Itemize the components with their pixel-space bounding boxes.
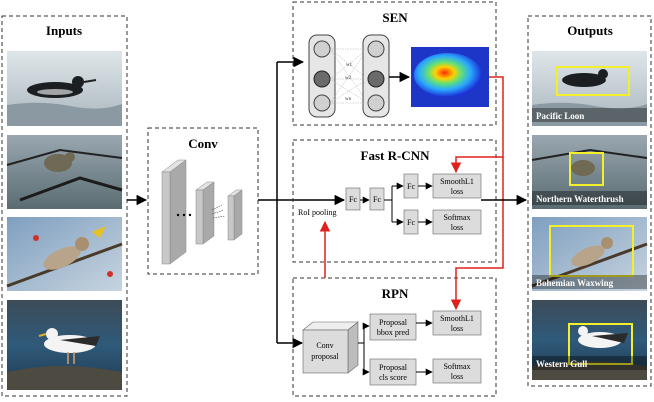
conv-proposal-line1: Conv	[316, 341, 333, 350]
conv-proposal-line2: proposal	[311, 352, 339, 361]
conv-layer-3	[227, 189, 243, 241]
rpn-panel: RPN Conv proposal Proposal bbox pred Pro…	[292, 277, 497, 397]
fast-rcnn-panel: Fast R-CNN RoI pooling Fc Fc Fc Fc	[292, 139, 497, 263]
weight-w2: w2	[345, 76, 352, 81]
input-image-loon	[7, 51, 122, 126]
output-image-loon: Pacific Loon	[532, 51, 647, 126]
fast-rcnn-softmax-loss: Softmax loss	[432, 209, 482, 235]
weight-w1: w1	[346, 63, 353, 68]
detection-box-gull	[568, 323, 633, 365]
output-image-waterthrush: Northern Waterthrush	[531, 135, 648, 209]
proposal-cls-score: Proposal cls score	[369, 358, 417, 386]
roi-pooling-label: RoI pooling	[298, 208, 336, 217]
fast-rcnn-title: Fast R-CNN	[361, 148, 431, 163]
cls-score-line1: Proposal	[379, 363, 408, 372]
detection-box-loon	[556, 66, 630, 96]
fast-rcnn-smoothl1-line2: loss	[451, 187, 463, 196]
sen-title: SEN	[382, 10, 408, 25]
inputs-panel: Inputs	[1, 15, 128, 397]
rpn-split-arrows	[358, 322, 370, 376]
fc-layer-4: Fc	[403, 209, 419, 235]
fast-rcnn-smoothl1-line1: SmoothL1	[440, 177, 474, 186]
conv-proposal-block: Conv proposal	[302, 321, 359, 374]
detection-box-waxwing	[549, 225, 634, 277]
bbox-pred-line1: Proposal	[379, 318, 408, 327]
conv-layer-1	[161, 159, 187, 265]
sen-panel: SEN w1 w2 wn	[292, 1, 497, 126]
caption-gull: Western Gull	[536, 359, 588, 369]
conv-title: Conv	[188, 136, 218, 151]
red-feedback-arrows	[319, 76, 504, 311]
detection-box-waterthrush	[569, 152, 604, 186]
fc-label-1: Fc	[349, 195, 357, 204]
outputs-title: Outputs	[567, 23, 613, 38]
rpn-softmax-line2: loss	[451, 372, 463, 381]
fc-layer-1: Fc	[345, 187, 361, 211]
sen-input-layer	[308, 34, 336, 118]
rpn-softmax-loss: Softmax loss	[432, 358, 482, 384]
output-image-gull: Western Gull	[532, 300, 647, 380]
rpn-softmax-line1: Softmax	[443, 362, 470, 371]
sen-weight-connections	[329, 48, 369, 104]
attention-heatmap	[411, 47, 489, 107]
rpn-smoothl1-loss: SmoothL1 loss	[432, 310, 482, 336]
input-image-gull	[7, 300, 122, 390]
weight-wn: wn	[345, 97, 352, 102]
fast-rcnn-smoothl1-loss: SmoothL1 loss	[432, 173, 482, 199]
fc-layer-2: Fc	[369, 187, 385, 211]
inputs-title: Inputs	[46, 23, 82, 38]
branch-arrows	[258, 56, 346, 349]
ellipsis-dots	[176, 213, 192, 217]
conv-layer-2	[195, 181, 215, 245]
fc-split-arrows	[384, 182, 404, 226]
sen-output-layer	[362, 34, 390, 118]
red-arrow-sen-to-rpn-loss	[450, 157, 504, 311]
outputs-panel: Outputs Pacific Loon Northern Waterthrus…	[527, 15, 652, 387]
caption-loon: Pacific Loon	[536, 111, 584, 121]
input-image-waterthrush	[6, 135, 123, 209]
conv-panel: Conv	[147, 127, 259, 275]
caption-waxwing: Bohemian Waxwing	[536, 278, 614, 288]
fast-rcnn-softmax-line2: loss	[451, 223, 463, 232]
output-image-waxwing: Bohemian Waxwing	[531, 217, 648, 291]
fc-layer-3: Fc	[403, 173, 419, 199]
fc-label-3: Fc	[407, 182, 415, 191]
rpn-smoothl1-line2: loss	[451, 324, 463, 333]
rpn-title: RPN	[382, 286, 409, 301]
conv-connection-lines	[211, 204, 226, 219]
caption-waterthrush: Northern Waterthrush	[536, 194, 624, 204]
proposal-bbox-pred: Proposal bbox pred	[369, 313, 417, 341]
rpn-smoothl1-line1: SmoothL1	[440, 314, 474, 323]
bbox-pred-line2: bbox pred	[377, 328, 409, 337]
fc-label-2: Fc	[373, 195, 381, 204]
fc-label-4: Fc	[407, 218, 415, 227]
fast-rcnn-softmax-line1: Softmax	[443, 213, 470, 222]
cls-score-line2: cls score	[379, 373, 407, 382]
input-image-waxwing	[6, 217, 123, 291]
